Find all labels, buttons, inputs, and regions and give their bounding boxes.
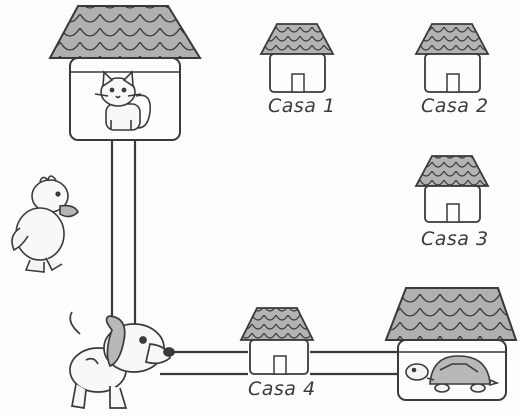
house-casa-2: [414, 23, 490, 93]
house-label-casa-1: Casa 1: [268, 95, 336, 117]
duck-icon: [11, 175, 79, 273]
turtle-icon: [405, 355, 500, 393]
house-casa-3: [414, 155, 490, 223]
house-casa-1: [259, 23, 335, 93]
dog-icon: [69, 311, 175, 409]
house-label-casa-2: Casa 2: [421, 95, 489, 117]
house-label-casa-4: Casa 4: [248, 378, 316, 400]
path-lines: [110, 140, 398, 376]
cat-icon: [94, 70, 152, 131]
house-casa-4: [239, 307, 315, 375]
house-label-casa-3: Casa 3: [421, 228, 489, 250]
